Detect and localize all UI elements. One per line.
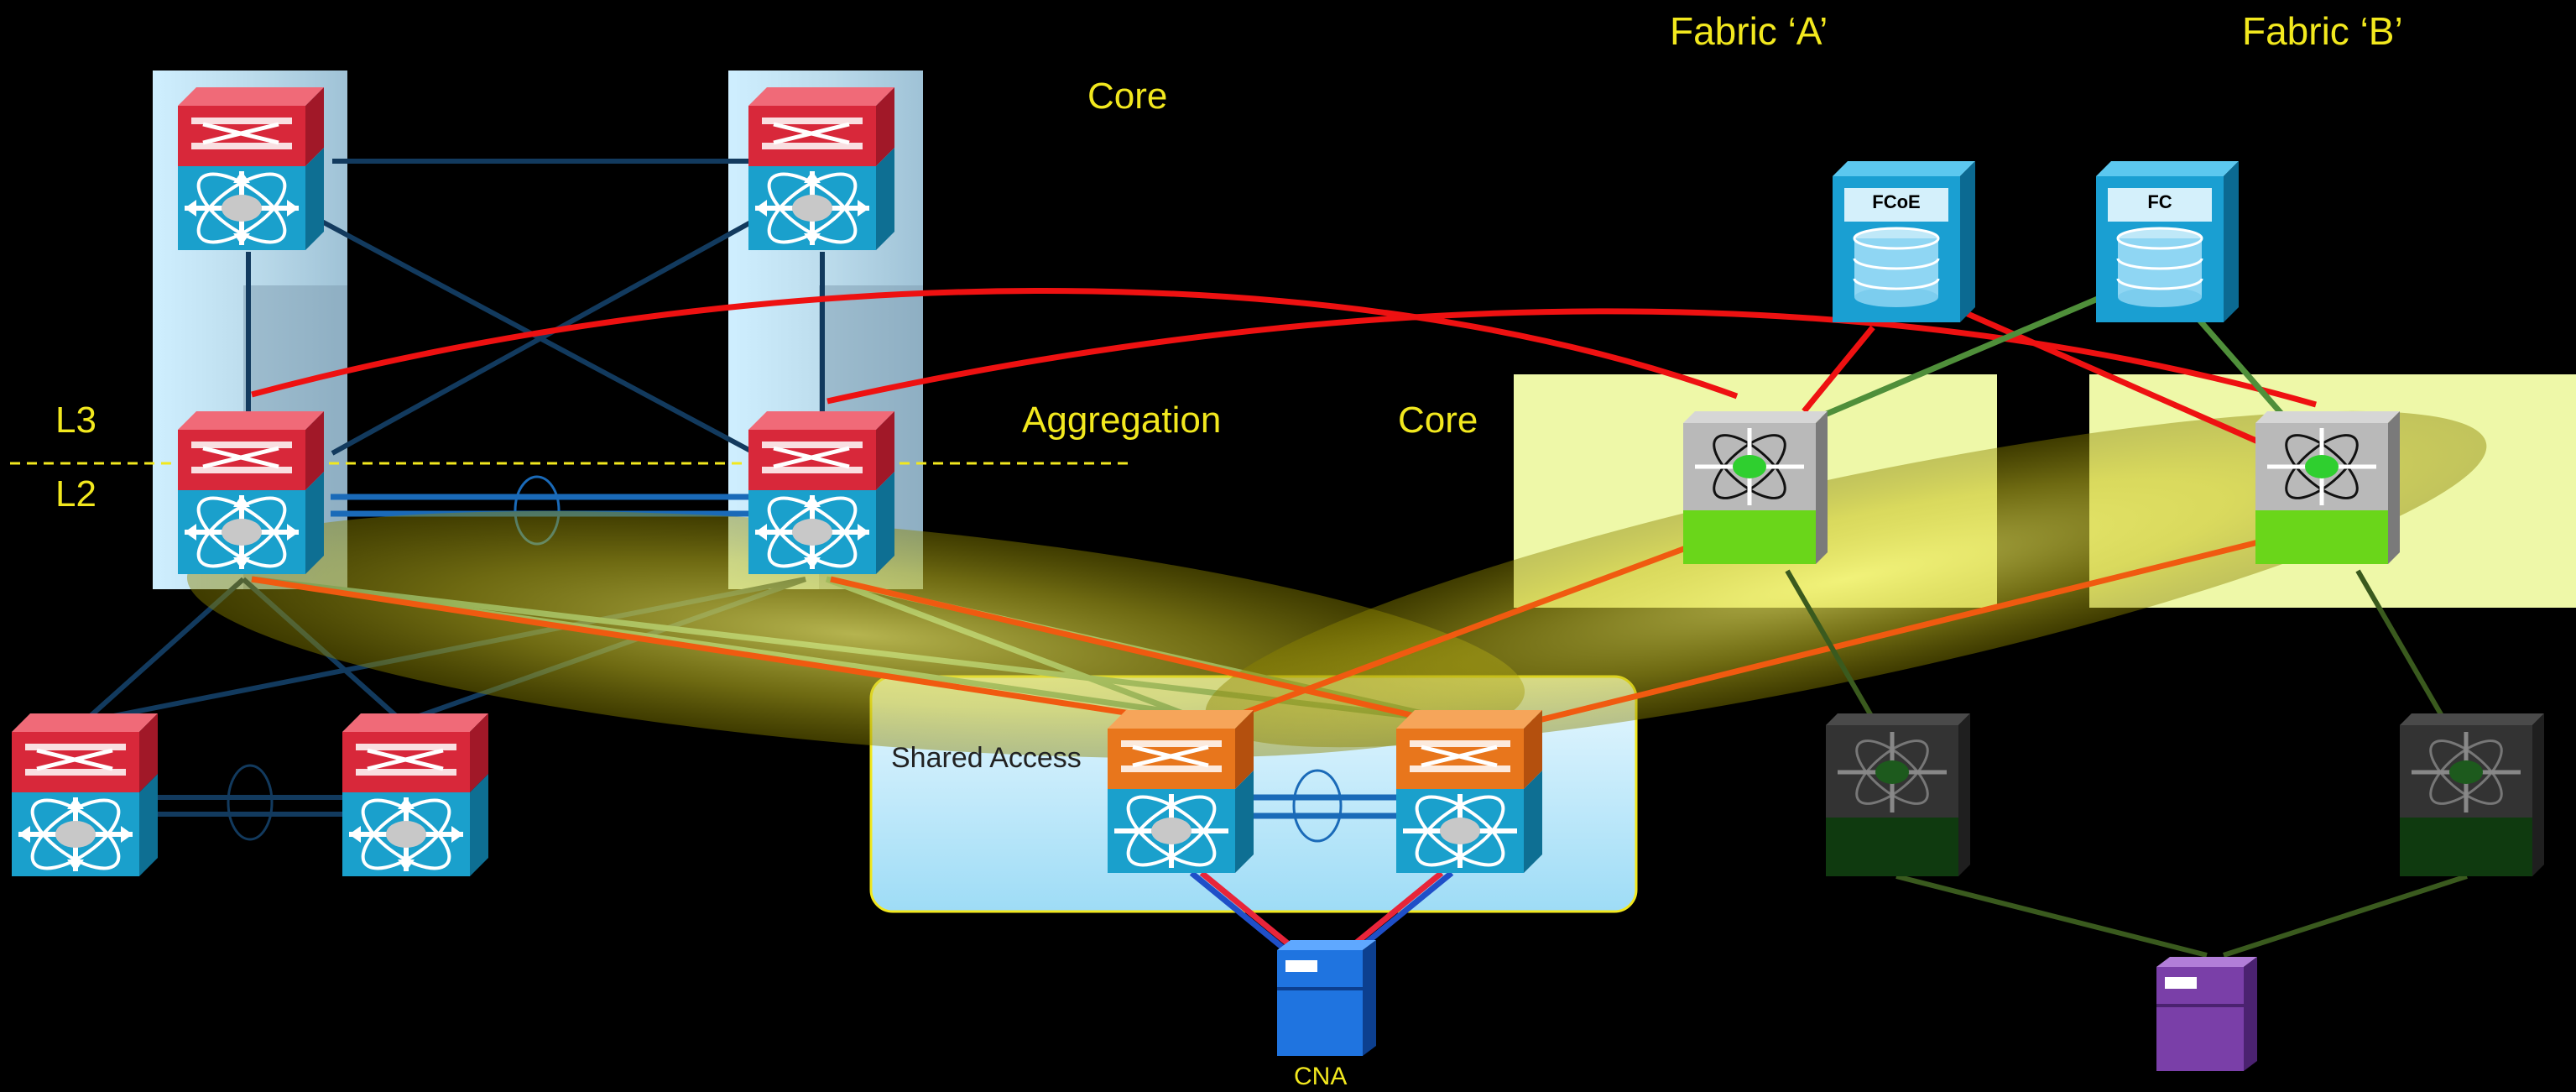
access-switch-2[interactable] xyxy=(342,713,488,881)
fcoe-storage-array[interactable] xyxy=(1831,159,1977,324)
fcoe-storage-label: FCoE xyxy=(1872,191,1921,212)
fabric-b-highlight xyxy=(1205,410,2487,748)
port-channel-shared-access xyxy=(1292,769,1343,843)
fabric-a-edge-switch[interactable] xyxy=(1826,713,1970,876)
aggregation-label: Aggregation xyxy=(1022,400,1222,441)
shared-access-switch-right[interactable] xyxy=(1396,710,1542,878)
fc-storage-label: FC xyxy=(2147,191,2172,212)
fabric-b-label: Fabric ‘B’ xyxy=(2242,9,2403,53)
cna-label: CNA xyxy=(1294,1063,1348,1090)
access-switch-1[interactable] xyxy=(12,713,158,881)
fabric-b-edge-switch[interactable] xyxy=(2400,713,2544,876)
core-label-left: Core xyxy=(1087,76,1168,117)
aggregation-switch-left[interactable] xyxy=(178,411,324,579)
fcoe-links xyxy=(251,287,2317,448)
aggregation-switch-right[interactable] xyxy=(748,411,894,579)
fabric-a-highlight xyxy=(186,510,1525,759)
fc-links xyxy=(1819,295,2285,420)
core-switch-left[interactable] xyxy=(178,87,324,255)
cna-server[interactable] xyxy=(1277,940,1376,1056)
l3-label: L3 xyxy=(55,400,96,441)
host-server[interactable] xyxy=(2156,957,2257,1071)
fabric-a-label: Fabric ‘A’ xyxy=(1670,9,1828,53)
fc-storage-array[interactable] xyxy=(2094,159,2240,324)
shared-access-switch-left[interactable] xyxy=(1108,710,1254,878)
fabric-b-core-switch[interactable] xyxy=(2255,411,2400,564)
fabric-a-core-switch[interactable] xyxy=(1683,411,1828,564)
core-switch-right[interactable] xyxy=(748,87,894,255)
port-channel-access-left xyxy=(227,764,274,841)
core-label-right: Core xyxy=(1398,400,1478,441)
shared-access-label: Shared Access xyxy=(891,742,1082,774)
l2-label: L2 xyxy=(55,473,96,515)
